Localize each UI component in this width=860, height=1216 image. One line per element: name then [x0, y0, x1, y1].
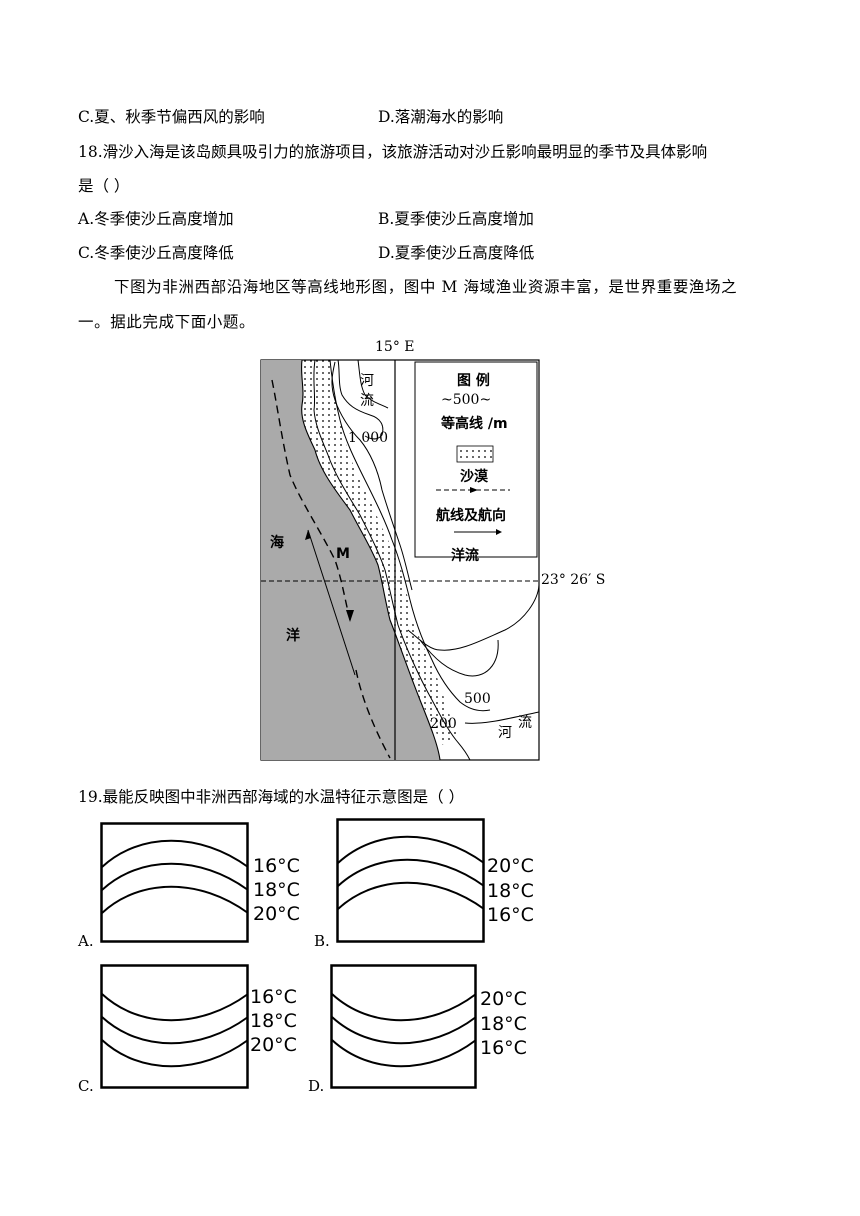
legend-contour-sample: ~500~: [441, 392, 492, 408]
q17-option-d: D.落潮海水的影响: [378, 108, 504, 126]
route-arrow: [346, 610, 354, 622]
legend-current-label: 洋流: [451, 548, 479, 564]
intro-paragraph: 下图为非洲西部沿海地区等高线地形图，图中 M 海域渔业资源丰富，是世界重要渔场之: [114, 278, 738, 296]
q18-option-a: A.冬季使沙丘高度增加: [78, 210, 234, 228]
river-label-top: 河: [360, 373, 374, 389]
option-a-label: A.: [78, 932, 94, 950]
point-m-label: M: [336, 546, 350, 562]
option-b-temp-2: 18°C: [487, 880, 534, 902]
option-b-temp-1: 20°C: [487, 855, 534, 877]
option-d-diagram: [330, 964, 477, 1089]
legend-title: 图 例: [457, 373, 490, 389]
sea-label: 海: [270, 535, 284, 551]
option-a-temp-2: 18°C: [253, 879, 300, 901]
q18-stem-cont: 是（ ）: [78, 177, 130, 195]
shipping-route: [271, 379, 351, 621]
q17-option-c: C.夏、秋季节偏西风的影响: [78, 108, 265, 126]
longitude-label: 15° E: [375, 339, 415, 355]
option-a-temp-1: 16°C: [253, 855, 300, 877]
contour-map-figure: [260, 359, 540, 761]
intro-paragraph-cont: 一。据此完成下面小题。: [78, 313, 256, 331]
river-label-top-2: 流: [360, 393, 374, 409]
option-b-diagram: [336, 818, 485, 943]
option-c-temp-3: 20°C: [250, 1034, 297, 1056]
option-d-label: D.: [308, 1077, 325, 1095]
option-c-temp-1: 16°C: [250, 986, 297, 1008]
option-d-temp-1: 20°C: [480, 988, 527, 1010]
q18-option-b: B.夏季使沙丘高度增加: [378, 210, 534, 228]
option-d-temp-3: 16°C: [480, 1037, 527, 1059]
q18-option-c: C.冬季使沙丘高度降低: [78, 244, 234, 262]
q19-stem: 19.最能反映图中非洲西部海域的水温特征示意图是（ ）: [78, 788, 465, 806]
latitude-label: 23° 26′ S: [541, 572, 606, 588]
option-c-temp-2: 18°C: [250, 1010, 297, 1032]
option-b-temp-3: 16°C: [487, 904, 534, 926]
option-a-diagram: [100, 822, 249, 943]
contour-1000-label: 1 000: [348, 430, 389, 446]
ocean-label: 洋: [286, 628, 300, 644]
desert-belt: [301, 360, 458, 745]
option-d-temp-2: 18°C: [480, 1013, 527, 1035]
legend-desert-label: 沙漠: [460, 469, 488, 485]
contour-200-label: 200: [430, 716, 457, 732]
option-a-temp-3: 20°C: [253, 903, 300, 925]
river-label-bottom: 河: [498, 725, 512, 741]
option-b-label: B.: [314, 932, 330, 950]
legend-contour-label: 等高线 /m: [441, 416, 508, 432]
option-c-diagram: [100, 964, 249, 1089]
river-label-bottom-2: 流: [518, 715, 532, 731]
option-c-label: C.: [78, 1077, 94, 1095]
q18-stem: 18.滑沙入海是该岛颇具吸引力的旅游项目，该旅游活动对沙丘影响最明显的季节及具体…: [78, 143, 708, 161]
contour-500-label: 500: [464, 691, 491, 707]
legend-desert-swatch: [456, 445, 494, 463]
q18-option-d: D.夏季使沙丘高度降低: [378, 244, 535, 262]
ocean-current-arrow: [307, 529, 356, 676]
legend-route-label: 航线及航向: [436, 508, 506, 524]
